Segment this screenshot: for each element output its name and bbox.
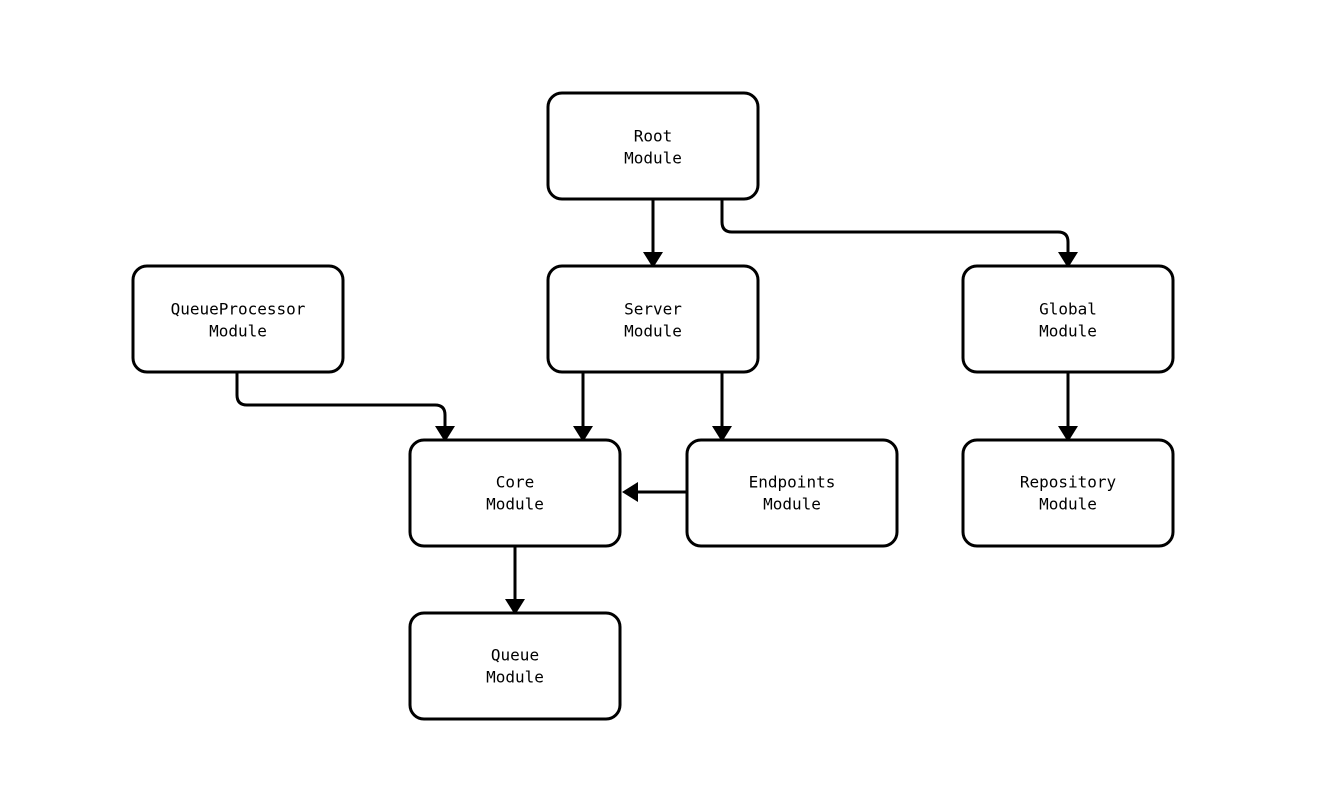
nodes-layer: Root Module QueueProcessor Module Server…: [131, 91, 1175, 721]
node-label-line1: Server: [624, 300, 682, 319]
node-label-line2: Module: [209, 322, 267, 341]
node-label-line1: Core: [496, 473, 535, 492]
node-label-line2: Module: [486, 495, 544, 514]
node-core-module[interactable]: Core Module: [408, 438, 622, 548]
node-box[interactable]: [546, 264, 760, 374]
node-queue-module[interactable]: Queue Module: [408, 611, 622, 721]
node-label-line1: Global: [1039, 300, 1097, 319]
edge-root-to-server: [643, 199, 663, 268]
arrowhead-icon: [435, 426, 455, 442]
node-label-line1: Endpoints: [749, 473, 836, 492]
node-box[interactable]: [408, 611, 622, 721]
arrowhead-icon: [712, 426, 732, 442]
arrowhead-icon: [505, 599, 525, 615]
node-label-line1: QueueProcessor: [171, 300, 306, 319]
edge-endpoints-to-core: [622, 482, 687, 502]
edges-layer: [235, 199, 1078, 615]
edge-line: [720, 199, 1070, 252]
node-box[interactable]: [546, 91, 760, 201]
node-box[interactable]: [685, 438, 899, 548]
node-label-line2: Module: [624, 322, 682, 341]
node-label-line2: Module: [763, 495, 821, 514]
node-label-line1: Repository: [1020, 473, 1117, 492]
node-endpoints-module[interactable]: Endpoints Module: [685, 438, 899, 548]
node-queueprocessor-module[interactable]: QueueProcessor Module: [131, 264, 345, 374]
arrowhead-icon: [1058, 426, 1078, 442]
arrowhead-icon: [643, 252, 663, 268]
edge-root-to-global: [720, 199, 1078, 268]
node-server-module[interactable]: Server Module: [546, 264, 760, 374]
arrowhead-icon: [573, 426, 593, 442]
arrowhead-icon: [622, 482, 638, 502]
node-box[interactable]: [131, 264, 345, 374]
edge-server-to-core: [573, 372, 593, 442]
edge-server-to-endpoints: [712, 372, 732, 442]
node-label-line1: Queue: [491, 646, 539, 665]
edge-line: [235, 372, 447, 426]
node-box[interactable]: [408, 438, 622, 548]
node-label-line2: Module: [1039, 322, 1097, 341]
node-root-module[interactable]: Root Module: [546, 91, 760, 201]
node-label-line2: Module: [486, 668, 544, 687]
node-repository-module[interactable]: Repository Module: [961, 438, 1175, 548]
edge-core-to-queue: [505, 544, 525, 615]
node-box[interactable]: [961, 264, 1175, 374]
node-global-module[interactable]: Global Module: [961, 264, 1175, 374]
edge-queueprocessor-to-core: [235, 372, 455, 442]
node-box[interactable]: [961, 438, 1175, 548]
node-label-line2: Module: [1039, 495, 1097, 514]
node-label-line2: Module: [624, 149, 682, 168]
arrowhead-icon: [1058, 252, 1078, 268]
edge-global-to-repository: [1058, 372, 1078, 442]
node-label-line1: Root: [634, 127, 673, 146]
